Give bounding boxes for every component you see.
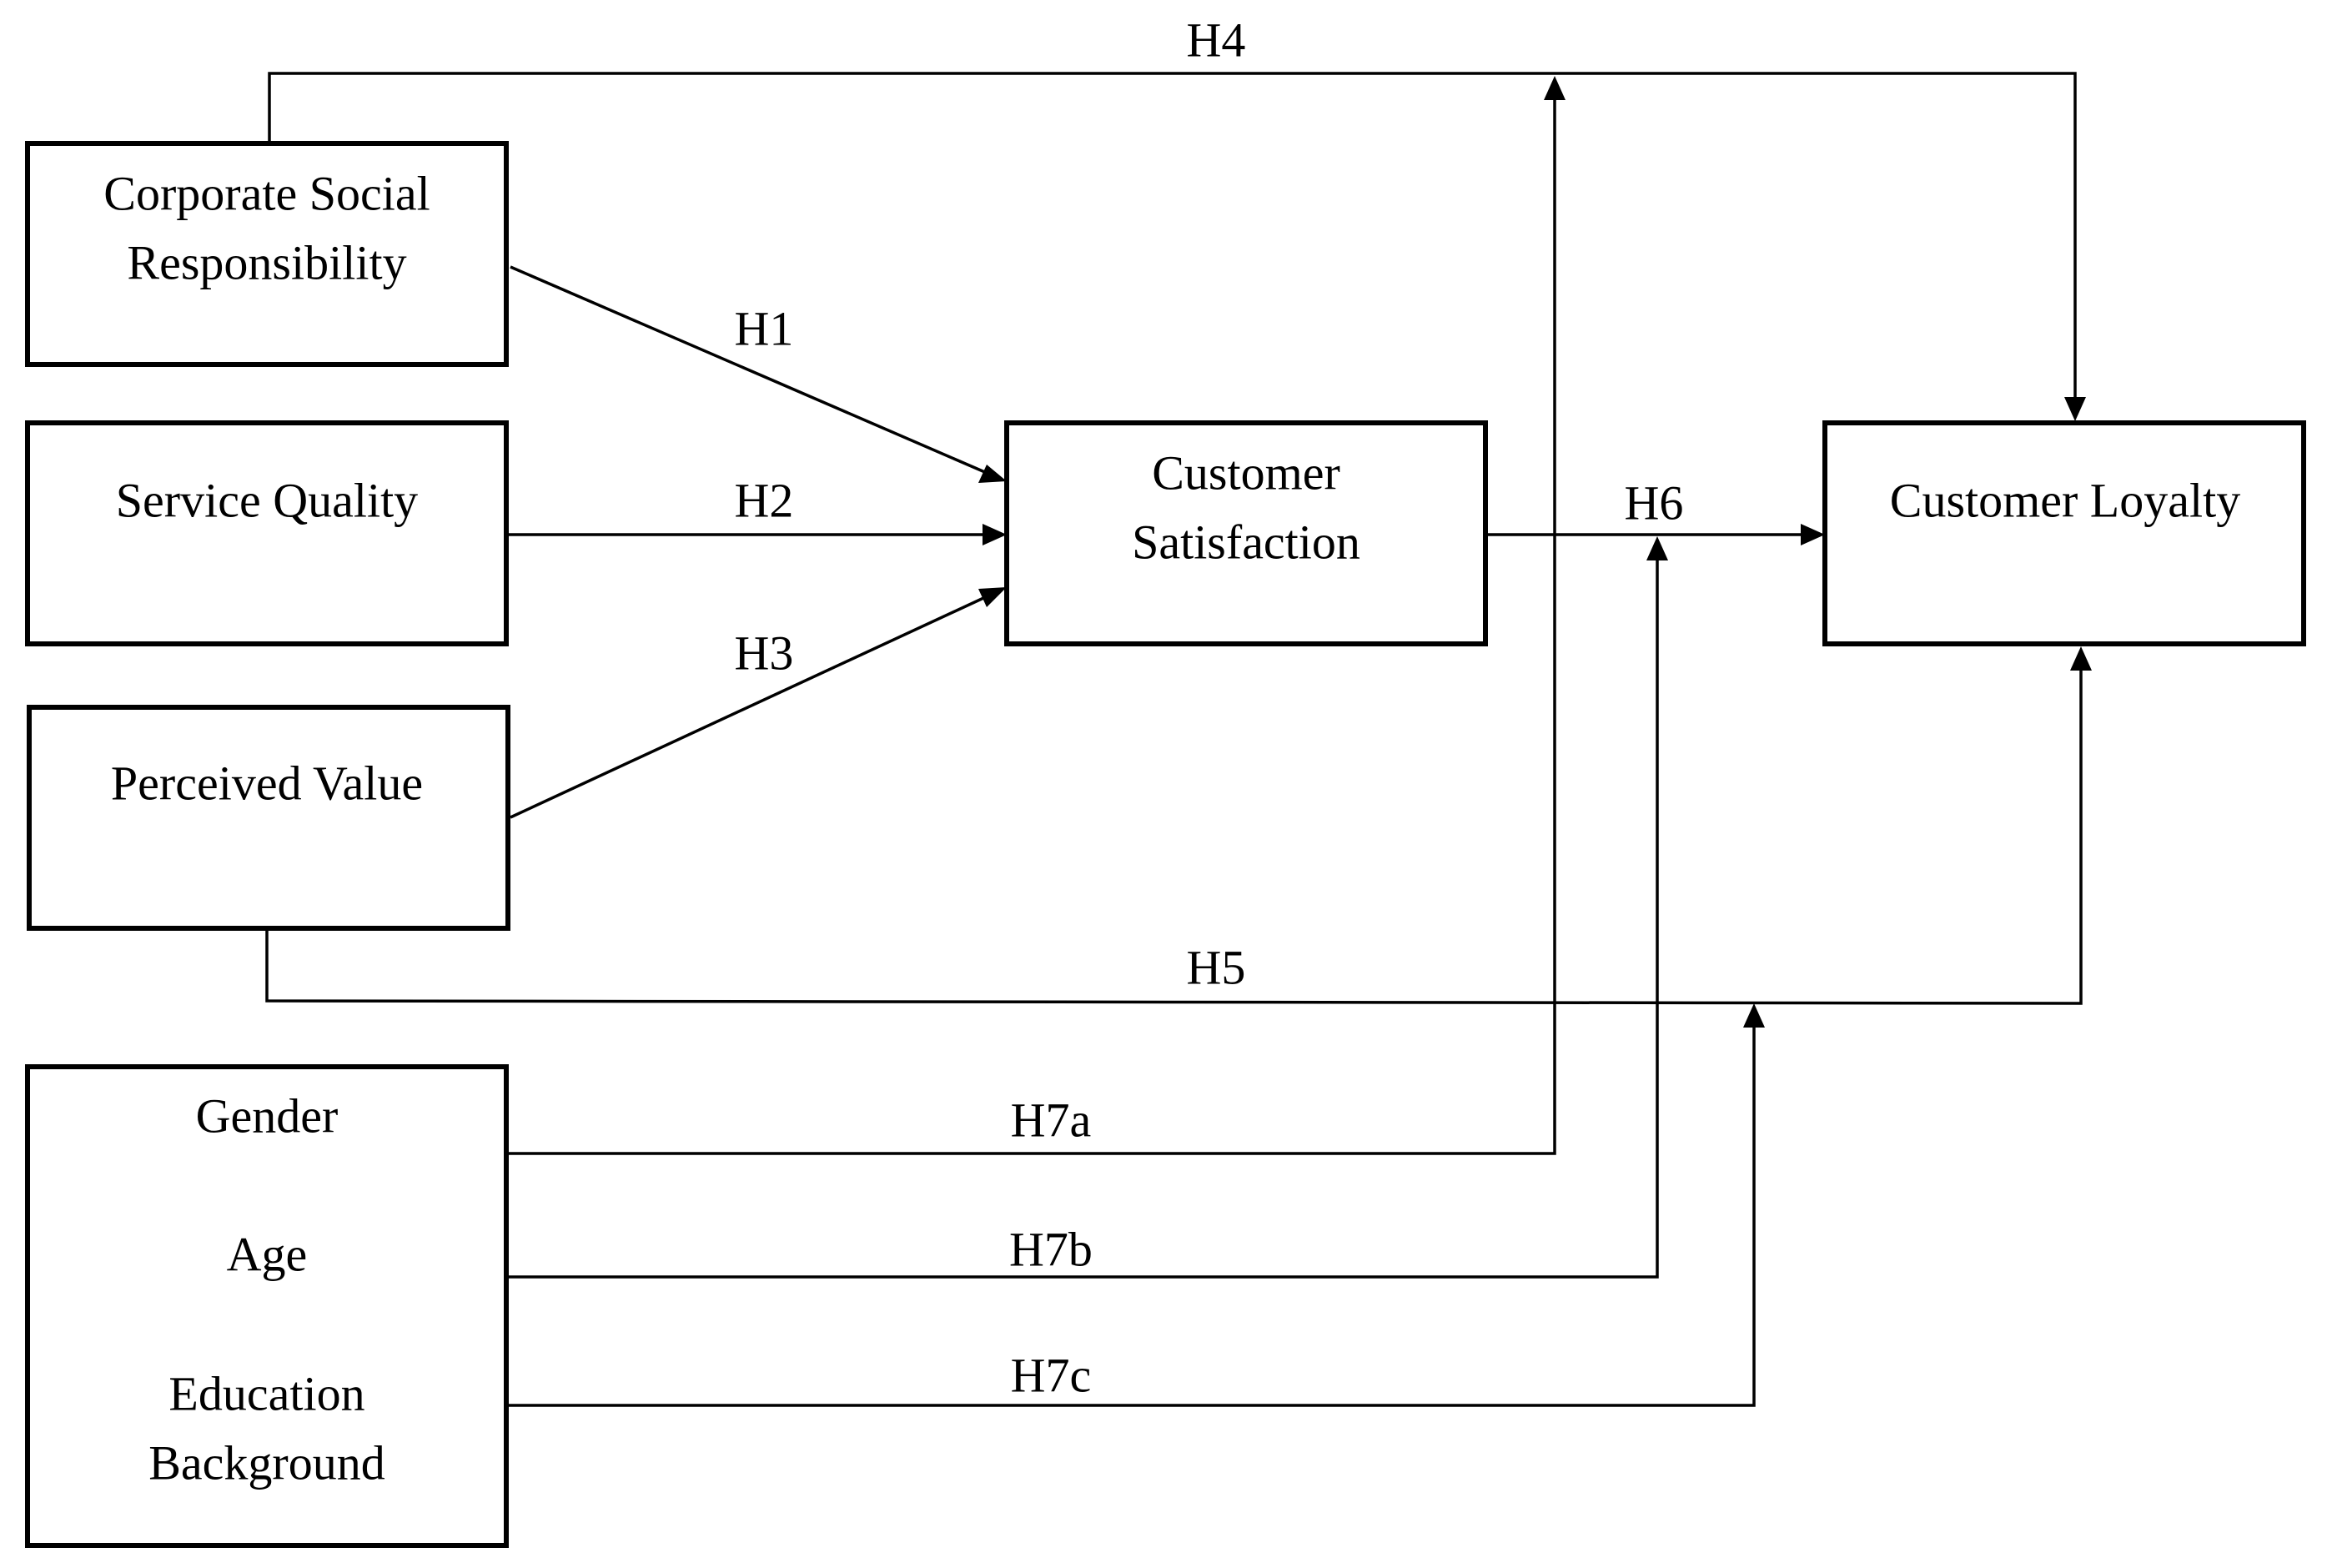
education-label-line-1: Education: [168, 1366, 364, 1420]
customer-satisfaction-box: [1004, 420, 1488, 646]
h4-arrowhead: [2064, 397, 2086, 421]
education-label-line-2: Background: [148, 1435, 385, 1490]
h7b-connector: [509, 559, 1659, 1279]
h4-label: H4: [1187, 13, 1246, 67]
h1-arrowhead: [978, 465, 1007, 483]
h7c-connector: [509, 1026, 1756, 1407]
service-quality-box: [25, 420, 509, 646]
h1-connector: [510, 265, 993, 477]
h7a-label: H7a: [1011, 1093, 1092, 1147]
h3-connector: [510, 592, 993, 819]
service-quality-label: Service Quality: [116, 473, 418, 527]
customer-loyalty-box: [1822, 420, 2306, 646]
h6-label: H6: [1625, 475, 1684, 530]
h7c-arrowhead: [1743, 1003, 1765, 1028]
h4-connector: [268, 72, 2077, 400]
h2-label: H2: [735, 473, 794, 527]
age-label: Age: [227, 1227, 308, 1281]
h5-connector: [265, 669, 2083, 1005]
gender-label: Gender: [196, 1088, 339, 1143]
h1-label: H1: [735, 301, 794, 355]
h7a-arrowhead: [1544, 76, 1566, 100]
customer-satisfaction-label-line-2: Satisfaction: [1132, 515, 1360, 569]
h7a-connector: [509, 98, 1556, 1155]
h7c-label: H7c: [1011, 1348, 1092, 1402]
h5-label: H5: [1187, 940, 1246, 994]
demographics-box: [25, 1064, 509, 1548]
h7b-arrowhead: [1646, 536, 1668, 560]
customer-loyalty-label: Customer Loyalty: [1890, 473, 2240, 527]
customer-satisfaction-label-line-1: Customer: [1152, 445, 1340, 500]
h7b-label: H7b: [1009, 1222, 1093, 1276]
h5-arrowhead: [2070, 646, 2092, 671]
perceived-value-label: Perceived Value: [111, 756, 423, 810]
csr-label-line-2: Responsibility: [127, 235, 406, 289]
h3-label: H3: [735, 626, 794, 680]
h2-arrowhead: [983, 524, 1007, 545]
h6-arrowhead: [1801, 524, 1825, 545]
perceived-value-box: [27, 705, 510, 931]
csr-box: [25, 141, 509, 367]
csr-label-line-1: Corporate Social: [103, 166, 430, 220]
h3-arrowhead: [978, 587, 1007, 607]
